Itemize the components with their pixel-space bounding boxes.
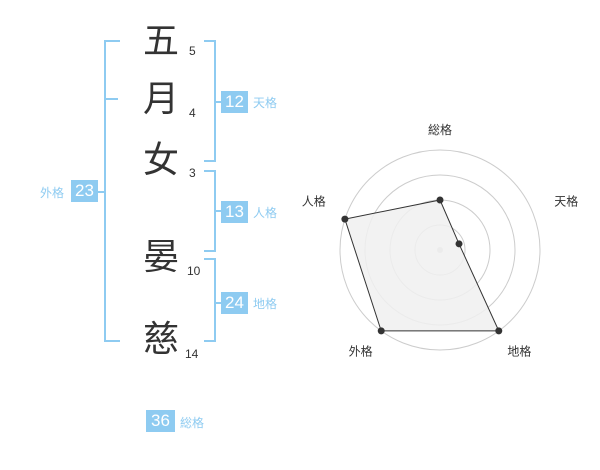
radar-point-5 xyxy=(341,215,349,223)
radar-point-3 xyxy=(495,327,503,335)
jinkaku-label: 人格 xyxy=(253,206,278,220)
radar-axis-label-3: 地格 xyxy=(507,343,531,358)
gaikaku-connector xyxy=(95,191,105,193)
gaikaku-value: 23 xyxy=(71,180,98,202)
stroke-count-2: 4 xyxy=(189,106,196,120)
jinkaku-value: 13 xyxy=(221,201,248,223)
gaikaku-divider xyxy=(104,98,118,100)
jinkaku-connector xyxy=(214,210,222,212)
radar-axis-label-2: 天格 xyxy=(554,194,578,209)
stroke-count-5: 14 xyxy=(185,347,199,361)
radar-shape xyxy=(344,199,500,332)
name-char-5: 慈 xyxy=(143,319,180,360)
radar-points xyxy=(341,196,503,335)
gaikaku-bracket xyxy=(104,40,120,342)
name-char-3: 女 xyxy=(143,140,180,181)
radar-axis-label-4: 外格 xyxy=(349,343,373,358)
name-char-1: 五 xyxy=(143,21,180,62)
soukaku-label: 総格 xyxy=(180,416,205,430)
radar-point-1 xyxy=(436,196,444,204)
gaikaku-label: 外格 xyxy=(40,186,65,200)
radar-axis-label-5: 人格 xyxy=(302,194,326,209)
radar-ring xyxy=(339,149,541,351)
chikaku-label: 地格 xyxy=(253,297,278,311)
radar-point-4 xyxy=(377,327,385,335)
chikaku-connector xyxy=(214,302,222,304)
name-char-2: 月 xyxy=(143,79,180,120)
name-char-4: 晏 xyxy=(143,237,180,278)
tenkaku-connector xyxy=(214,101,222,103)
radar-point-2 xyxy=(455,240,463,248)
radar-axis-label-1: 総格 xyxy=(428,122,452,137)
chikaku-value: 24 xyxy=(221,292,248,314)
stroke-count-3: 3 xyxy=(189,166,196,180)
stroke-count-4: 10 xyxy=(187,264,201,278)
soukaku-value: 36 xyxy=(146,410,175,432)
tenkaku-value: 12 xyxy=(221,91,248,113)
tenkaku-label: 天格 xyxy=(253,96,278,110)
chikaku-bracket xyxy=(204,258,216,342)
stroke-count-1: 5 xyxy=(189,44,196,58)
